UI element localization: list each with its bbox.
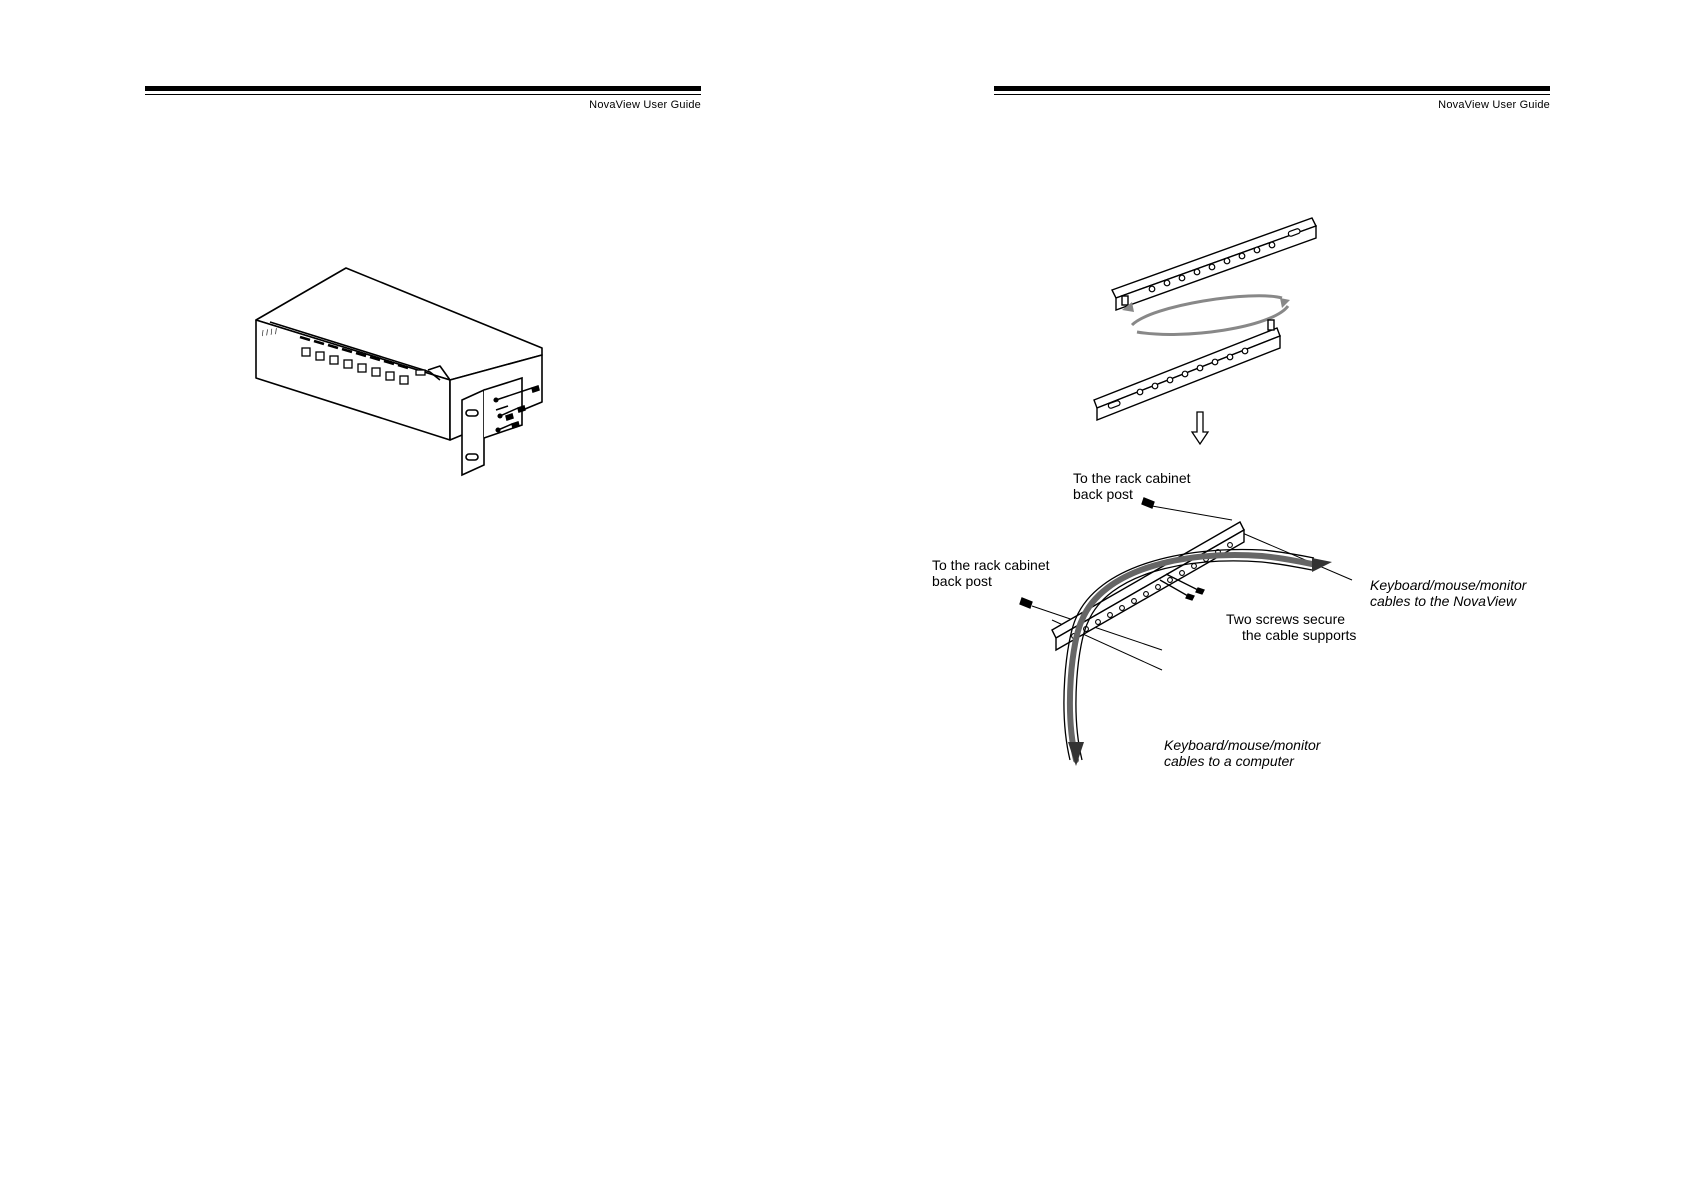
running-header: NovaView User Guide [589,99,701,111]
callout-line: Two screws secure [1226,611,1356,627]
callout-line: cables to a computer [1164,753,1320,769]
callout-line: To the rack cabinet [1073,470,1191,486]
callout-line: Keyboard/mouse/monitor [1370,577,1526,593]
right-page: NovaView User Guide [842,0,1684,1190]
cable-support-bar-icon [1112,218,1316,310]
callout-left-rack-post: To the rack cabinet back post [932,557,1050,589]
header-rule-thick [145,86,701,91]
header-rule-thin [994,94,1550,95]
callout-cables-to-novaview: Keyboard/mouse/monitor cables to the Nov… [1370,577,1526,609]
down-arrow-icon [1192,412,1208,444]
callout-cables-to-computer: Keyboard/mouse/monitor cables to a compu… [1164,737,1320,769]
callout-line: back post [1073,486,1191,502]
arrow-down-icon [1068,742,1084,766]
header-rule-thin [145,94,701,95]
callout-line: To the rack cabinet [932,557,1050,573]
callout-line: Keyboard/mouse/monitor [1164,737,1320,753]
header-rule-thick [994,86,1550,91]
callout-screws: Two screws secure the cable supports [1226,611,1356,643]
callout-line: the cable supports [1226,627,1356,643]
kvm-bracket-illustration: / / / / [250,260,590,480]
running-header: NovaView User Guide [1438,99,1550,111]
cable-support-flip-illustration [1092,210,1392,450]
callout-line: cables to the NovaView [1370,593,1526,609]
callout-line: back post [932,573,1050,589]
left-page: NovaView User Guide [0,0,842,1190]
callout-top-rack-post: To the rack cabinet back post [1073,470,1191,502]
